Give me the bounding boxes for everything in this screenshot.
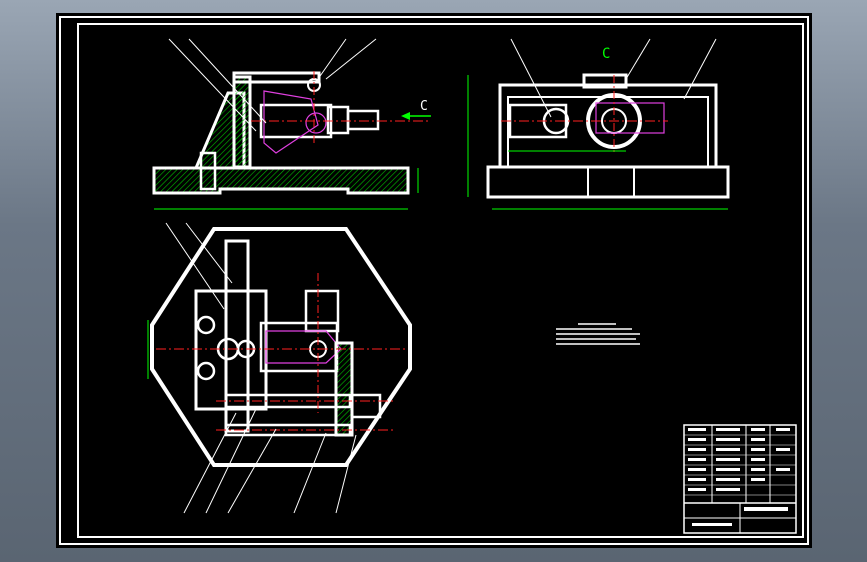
outer-frame xyxy=(59,16,809,545)
top-handle xyxy=(350,393,382,419)
workpiece-outline xyxy=(263,90,319,154)
top-leader-7 xyxy=(335,434,357,514)
top-leader-2 xyxy=(185,222,233,284)
top-vertical-plate xyxy=(224,239,250,433)
leader-2 xyxy=(188,38,267,124)
top-clamp-slide xyxy=(304,289,340,333)
side-workpiece xyxy=(595,102,665,134)
side-leader-1 xyxy=(510,38,552,118)
arrow-head-icon xyxy=(401,112,410,120)
vertical-bracket xyxy=(232,75,252,169)
top-inner-block xyxy=(194,289,268,411)
leader-1 xyxy=(168,38,257,132)
inner-frame xyxy=(77,23,804,538)
base-plate xyxy=(152,166,410,195)
side-view: C xyxy=(467,38,730,210)
top-view xyxy=(147,222,412,514)
section-label-c: C xyxy=(420,99,428,114)
top-workpiece xyxy=(265,330,342,364)
title-block xyxy=(683,424,797,534)
top-leader-4 xyxy=(205,408,257,514)
parts-list-text xyxy=(688,428,790,526)
top-hole-2 xyxy=(196,361,216,381)
section-label-c-top: C xyxy=(602,46,610,62)
octagon-base xyxy=(150,227,412,467)
top-leader-3 xyxy=(183,412,237,514)
top-leader-6 xyxy=(293,432,327,514)
side-top-block xyxy=(582,73,628,89)
cad-viewport[interactable]: C C xyxy=(56,13,812,548)
clamp-jaw-right xyxy=(346,109,380,131)
pivot-hole xyxy=(305,112,327,134)
top-leader-1 xyxy=(165,222,225,310)
side-leader-3 xyxy=(683,38,717,100)
engineering-drawing: C C xyxy=(59,16,809,545)
top-leader-5 xyxy=(227,428,277,514)
side-leader-2 xyxy=(625,38,651,80)
locating-pin xyxy=(199,151,217,191)
leader-3 xyxy=(317,38,347,80)
parts-list-rows xyxy=(684,434,796,496)
technical-notes xyxy=(556,323,640,345)
leader-4 xyxy=(325,38,377,80)
top-hole-1 xyxy=(196,315,216,335)
front-view: C xyxy=(152,38,431,210)
side-base xyxy=(486,165,730,199)
top-side-bar xyxy=(334,341,354,437)
